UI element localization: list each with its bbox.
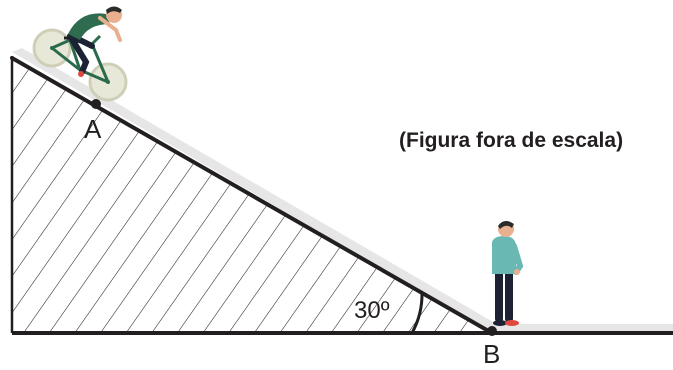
cyclist-icon (32, 6, 128, 102)
point-b-marker (487, 326, 497, 336)
angle-label: 30º (354, 297, 390, 324)
slope-road (12, 48, 500, 333)
angle-arc (410, 292, 424, 334)
scale-note: (Figura fora de escala) (399, 129, 624, 152)
standing-person-icon (492, 220, 524, 326)
point-a-label: A (84, 114, 102, 144)
ground-road (492, 324, 673, 333)
point-a-marker (91, 99, 101, 109)
point-b-label: B (483, 339, 501, 369)
